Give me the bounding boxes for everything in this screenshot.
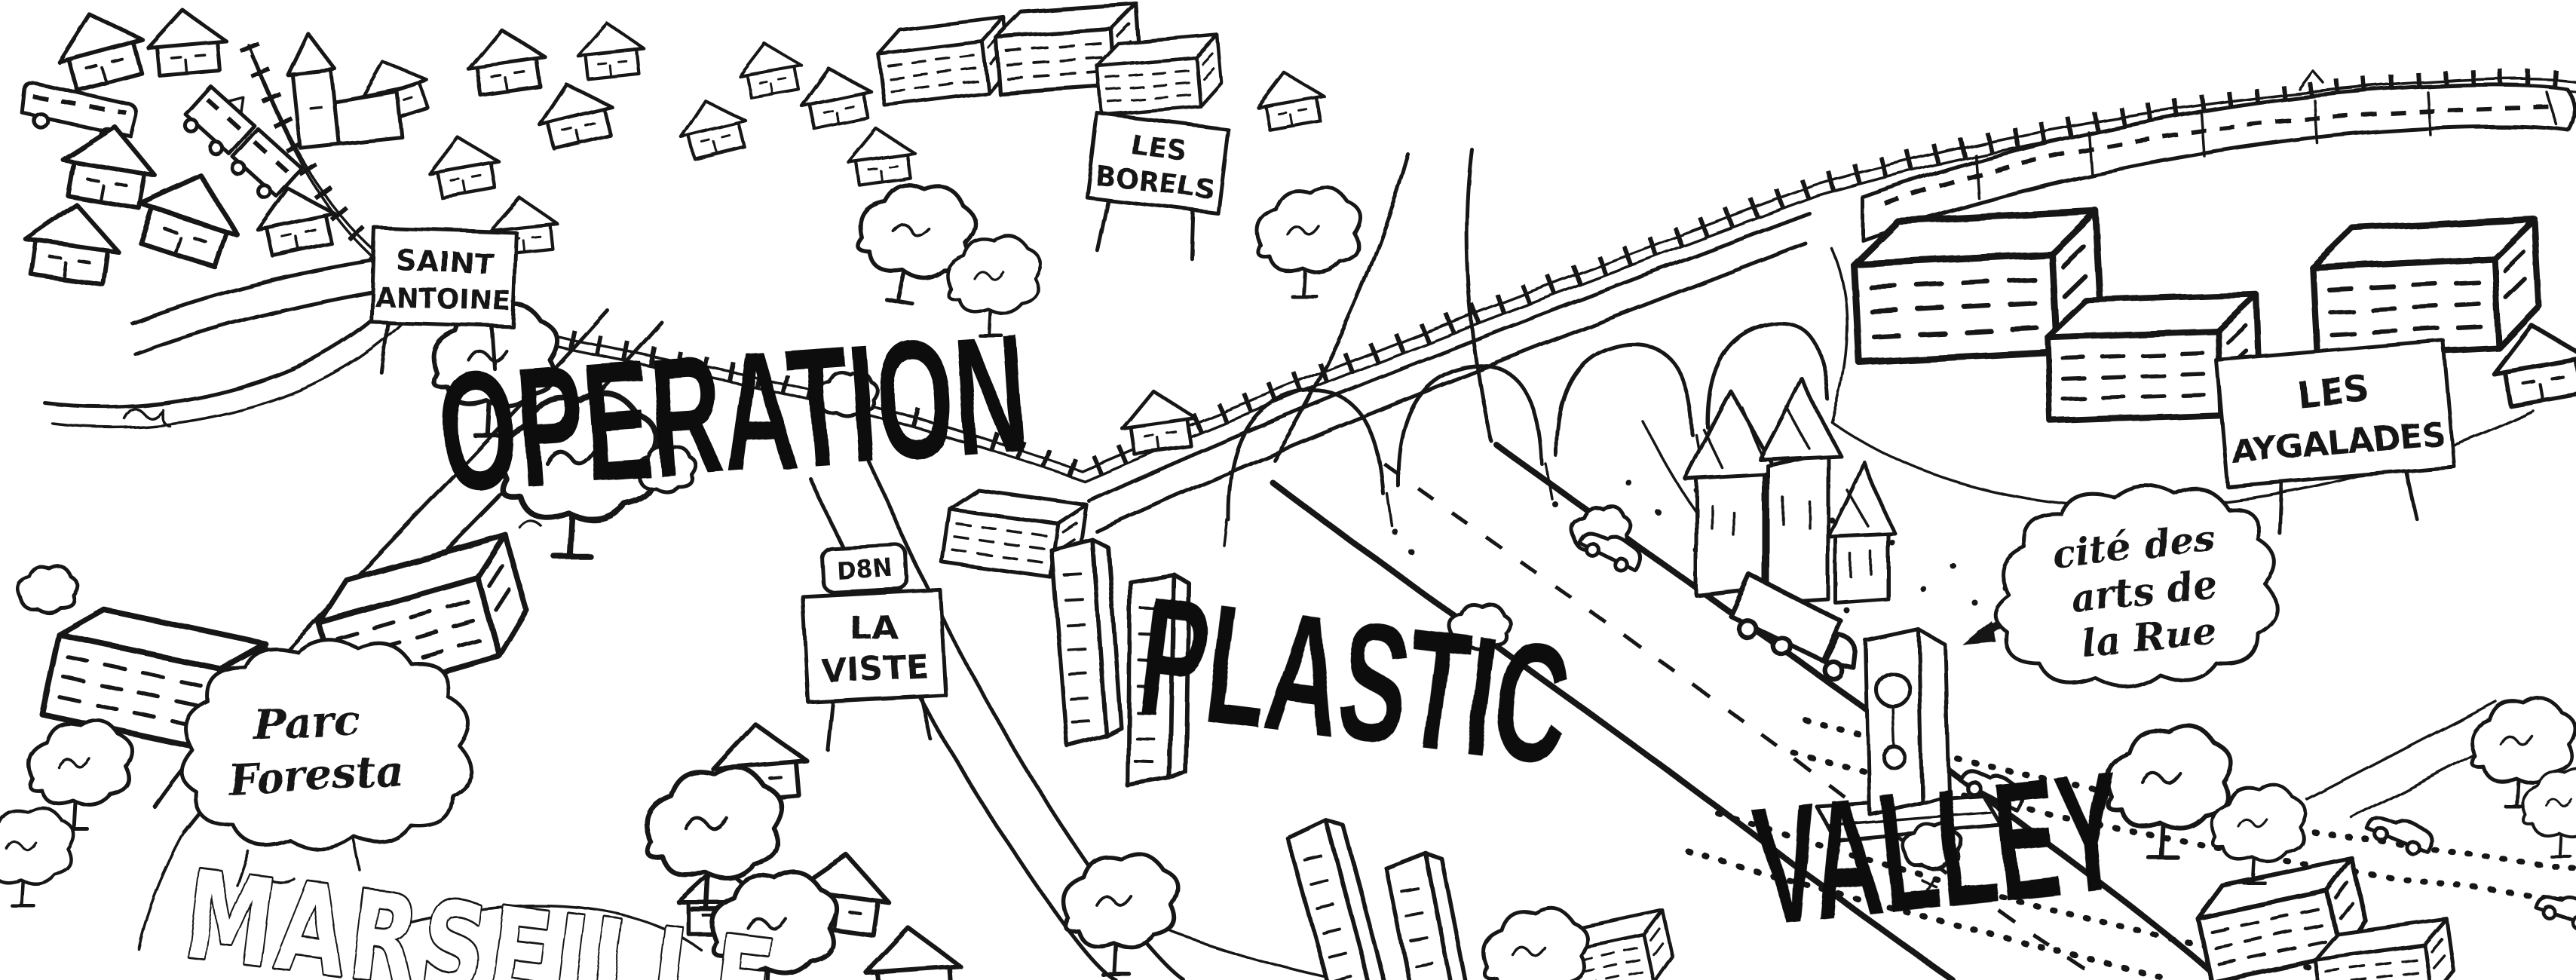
sign-la-viste-line2: VISTE xyxy=(821,648,930,691)
house xyxy=(795,60,876,130)
house xyxy=(50,3,151,93)
church-saint-antoine xyxy=(285,31,406,150)
viaduct-arch2 xyxy=(1396,363,1544,488)
train-windows xyxy=(1883,105,2556,206)
house xyxy=(464,23,550,97)
sign-les-aygalades-line1: LES xyxy=(2295,368,2372,416)
highway-upper-edge2 xyxy=(1464,147,1493,443)
sign-saint-antoine: SAINT ANTOINE xyxy=(369,225,519,375)
sign-saint-antoine-line2: ANTOINE xyxy=(374,282,512,317)
road-center-edge1 xyxy=(863,450,1186,980)
tree xyxy=(1484,908,1588,980)
house xyxy=(20,198,124,286)
sign-d8n: D8N xyxy=(836,554,894,586)
house xyxy=(531,75,618,151)
car xyxy=(2533,887,2576,933)
tree xyxy=(0,807,74,905)
highway-upper-edge1 xyxy=(1272,152,1411,462)
house xyxy=(1118,386,1200,456)
train-windshield xyxy=(2545,90,2559,127)
house xyxy=(675,93,752,161)
tower-block xyxy=(1385,850,1479,980)
viaduct-arch3 xyxy=(1554,341,1695,458)
house xyxy=(57,119,163,210)
cite-des-arts-cloud: cité des arts de la Rue xyxy=(1993,484,2279,689)
title-word-valley: VALLEY xyxy=(1747,737,2130,962)
apartment-block xyxy=(1096,35,1224,115)
house xyxy=(1254,67,1328,132)
tram-drawing xyxy=(183,84,304,200)
highway-center-dashes xyxy=(1383,461,2105,980)
viaduct-deck-bottom xyxy=(1095,241,1808,534)
viaduct-arch4 xyxy=(1705,320,1830,430)
sign-les-borels: LES BORELS xyxy=(1084,111,1230,261)
bush xyxy=(18,568,78,613)
sign-les-aygalades: LES AYGALADES xyxy=(2214,338,2456,536)
road-se-lower-edge2 xyxy=(1686,849,2174,980)
train-body xyxy=(1860,82,2576,242)
house xyxy=(734,38,805,99)
house xyxy=(129,161,251,271)
house xyxy=(574,20,646,80)
viaduct-piers xyxy=(1223,433,1704,547)
tower-block xyxy=(1052,539,1122,746)
car xyxy=(2366,808,2435,859)
apartment-slab xyxy=(2311,219,2541,358)
apartment-block xyxy=(875,17,1012,105)
buildings-saint-antoine xyxy=(20,3,646,286)
parc-foresta-label-line2: Foresta xyxy=(225,746,405,805)
train-drawing xyxy=(1860,69,2576,242)
ground-line-bottom xyxy=(391,904,703,951)
hand-drawn-sketch-layer: Parc Foresta cité des arts de la Rue SAI… xyxy=(0,3,2576,980)
chateau-spires xyxy=(1683,376,1898,605)
tree xyxy=(1257,187,1362,296)
viaduct-deck-top xyxy=(1087,211,1812,504)
street-west2 xyxy=(51,281,435,429)
road-left-tail xyxy=(138,831,186,951)
sign-saint-antoine-line1: SAINT xyxy=(395,243,493,280)
title-word-plastic: PLASTIC xyxy=(1130,562,1579,801)
house xyxy=(424,131,504,200)
highway-lower-edge1 xyxy=(1270,479,1956,980)
sign-les-borels-line1: LES xyxy=(1129,130,1188,167)
parc-foresta-label-line1: Parc xyxy=(251,695,361,750)
tree xyxy=(1064,854,1178,974)
hillside-contour1 xyxy=(1830,247,1849,424)
tower-block xyxy=(1285,816,1392,980)
house xyxy=(863,924,963,980)
trees xyxy=(0,174,2576,980)
house xyxy=(145,7,229,77)
viaduct-arch1 xyxy=(1227,389,1386,522)
road-se-upper-edge1 xyxy=(1803,717,2576,871)
house xyxy=(844,124,917,187)
title-word-operation: OPERATION xyxy=(433,299,1033,528)
sign-la-viste: D8N LA VISTE xyxy=(801,543,948,752)
railway-viaduct xyxy=(1087,211,2535,644)
train-pantograph xyxy=(2298,69,2325,90)
squiggle-marks xyxy=(123,407,543,529)
road-marks xyxy=(1921,876,1937,891)
sign-la-viste-line1: LA xyxy=(849,608,898,648)
parc-foresta-cloud: Parc Foresta xyxy=(179,638,473,887)
